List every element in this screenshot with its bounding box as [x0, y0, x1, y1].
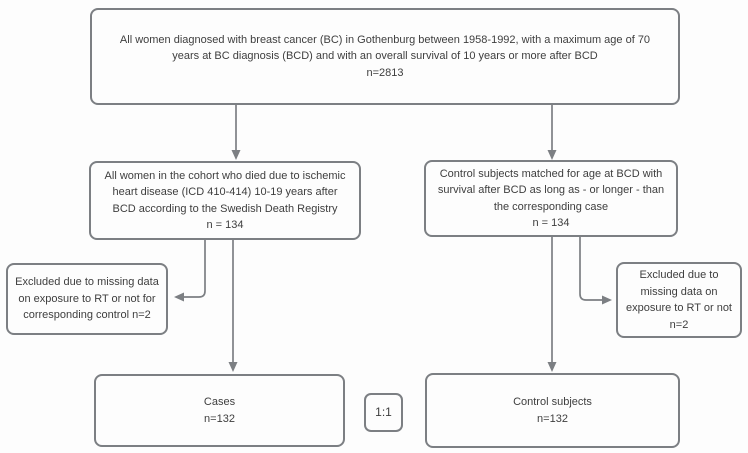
cases-criteria-box-text: All women in the cohort who died due to … — [104, 169, 346, 232]
cases-result-box: Cases n=132 — [94, 374, 345, 447]
excluded-cases-box: Excluded due to missing data on exposure… — [6, 263, 168, 335]
arrow-controls-criteria-to-excluded-controls — [579, 237, 612, 305]
cases-criteria-box: All women in the cohort who died due to … — [89, 161, 361, 240]
cohort-box-text: All women diagnosed with breast cancer (… — [119, 33, 651, 79]
arrow-controls-criteria-to-controls — [547, 237, 557, 372]
arrow-cohort-to-cases-criteria — [231, 105, 241, 160]
controls-result-box: Control subjects n=132 — [425, 373, 680, 448]
excluded-cases-box-text: Excluded due to missing data on exposure… — [15, 276, 159, 322]
cases-result-box-text: Cases n=132 — [203, 396, 236, 425]
controls-criteria-box-text: Control subjects matched for age at BCD … — [437, 167, 665, 230]
excluded-controls-box-text: Excluded due to missing data on exposure… — [626, 269, 732, 331]
controls-criteria-box: Control subjects matched for age at BCD … — [424, 160, 678, 237]
arrow-cases-criteria-to-cases — [228, 240, 238, 372]
cohort-box: All women diagnosed with breast cancer (… — [90, 8, 680, 105]
matching-ratio-box: 1:1 — [364, 393, 403, 432]
arrow-cohort-to-controls-criteria — [547, 105, 557, 160]
excluded-controls-box: Excluded due to missing data on exposure… — [616, 262, 742, 338]
matching-ratio-text: 1:1 — [375, 405, 392, 420]
controls-result-box-text: Control subjects n=132 — [513, 396, 592, 425]
arrow-cases-criteria-to-excluded-cases — [174, 240, 206, 302]
